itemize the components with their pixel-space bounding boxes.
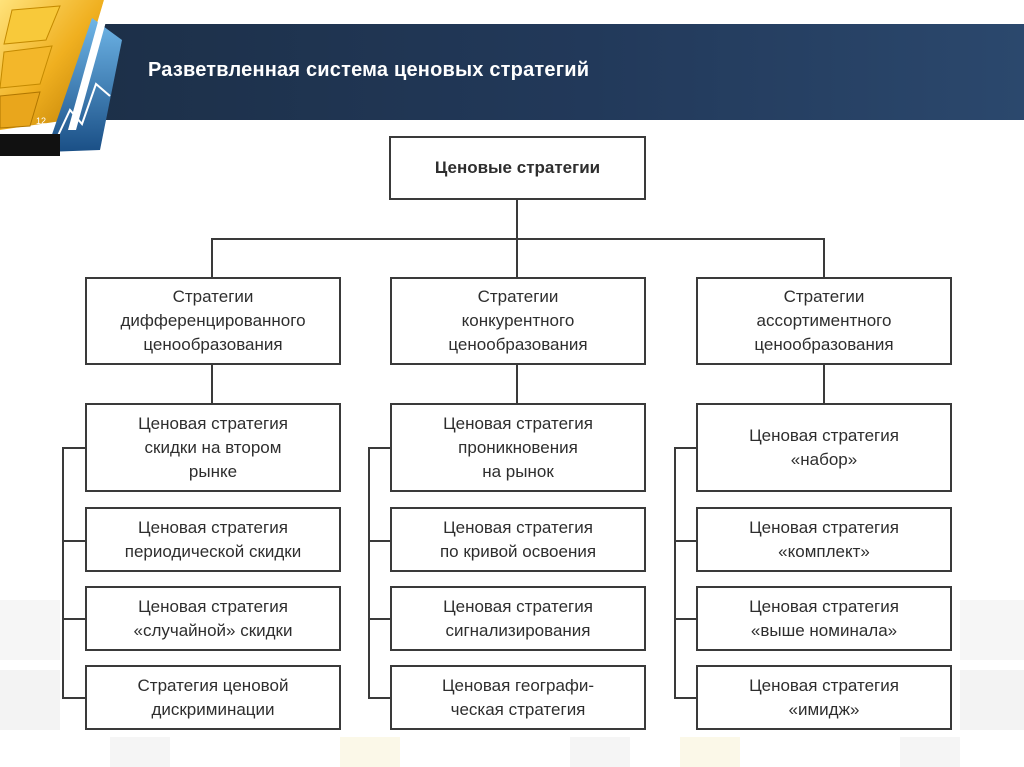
bracket — [674, 540, 698, 542]
bracket — [368, 447, 370, 697]
strategy-box: Ценовая стратегия по кривой освоения — [390, 507, 646, 572]
strategy-box: Ценовая стратегия «случайной» скидки — [85, 586, 341, 651]
bracket — [368, 447, 392, 449]
svg-text:12: 12 — [36, 116, 46, 126]
strategy-box: Ценовая стратегия «набор» — [696, 403, 952, 492]
strategy-box: Ценовая географи- ческая стратегия — [390, 665, 646, 730]
bracket — [674, 447, 698, 449]
bracket — [674, 447, 676, 697]
category-box-differentiated: Стратегии дифференцированного ценообразо… — [85, 277, 341, 365]
strategy-box: Ценовая стратегия «комплект» — [696, 507, 952, 572]
title-bar: Разветвленная система ценовых стратегий — [60, 24, 1024, 120]
bracket — [62, 540, 86, 542]
strategy-box: Стратегия ценовой дискриминации — [85, 665, 341, 730]
bracket — [62, 447, 86, 449]
connector — [516, 199, 518, 240]
bracket — [62, 447, 64, 697]
connector — [823, 238, 825, 278]
connector — [211, 238, 213, 278]
connector — [516, 238, 518, 278]
bracket — [368, 540, 392, 542]
strategy-box: Ценовая стратегия проникновения на рынок — [390, 403, 646, 492]
bracket — [674, 697, 698, 699]
strategy-box: Ценовая стратегия скидки на втором рынке — [85, 403, 341, 492]
connector — [823, 364, 825, 405]
strategy-box: Ценовая стратегия периодической скидки — [85, 507, 341, 572]
strategy-box: Ценовая стратегия «имидж» — [696, 665, 952, 730]
root-box: Ценовые стратегии — [389, 136, 646, 200]
connector — [211, 364, 213, 405]
connector — [516, 364, 518, 405]
bracket — [674, 618, 698, 620]
category-box-assortment: Стратегии ассортиментного ценообразовани… — [696, 277, 952, 365]
strategy-box: Ценовая стратегия «выше номинала» — [696, 586, 952, 651]
category-box-competitive: Стратегии конкурентного ценообразования — [390, 277, 646, 365]
strategy-box: Ценовая стратегия сигнализирования — [390, 586, 646, 651]
bracket — [368, 618, 392, 620]
connector — [211, 238, 825, 240]
slide-title: Разветвленная система ценовых стратегий — [148, 59, 590, 81]
bracket — [62, 697, 86, 699]
gold-bars-chart-icon: 12 — [0, 0, 122, 156]
bracket — [368, 697, 392, 699]
bracket — [62, 618, 86, 620]
